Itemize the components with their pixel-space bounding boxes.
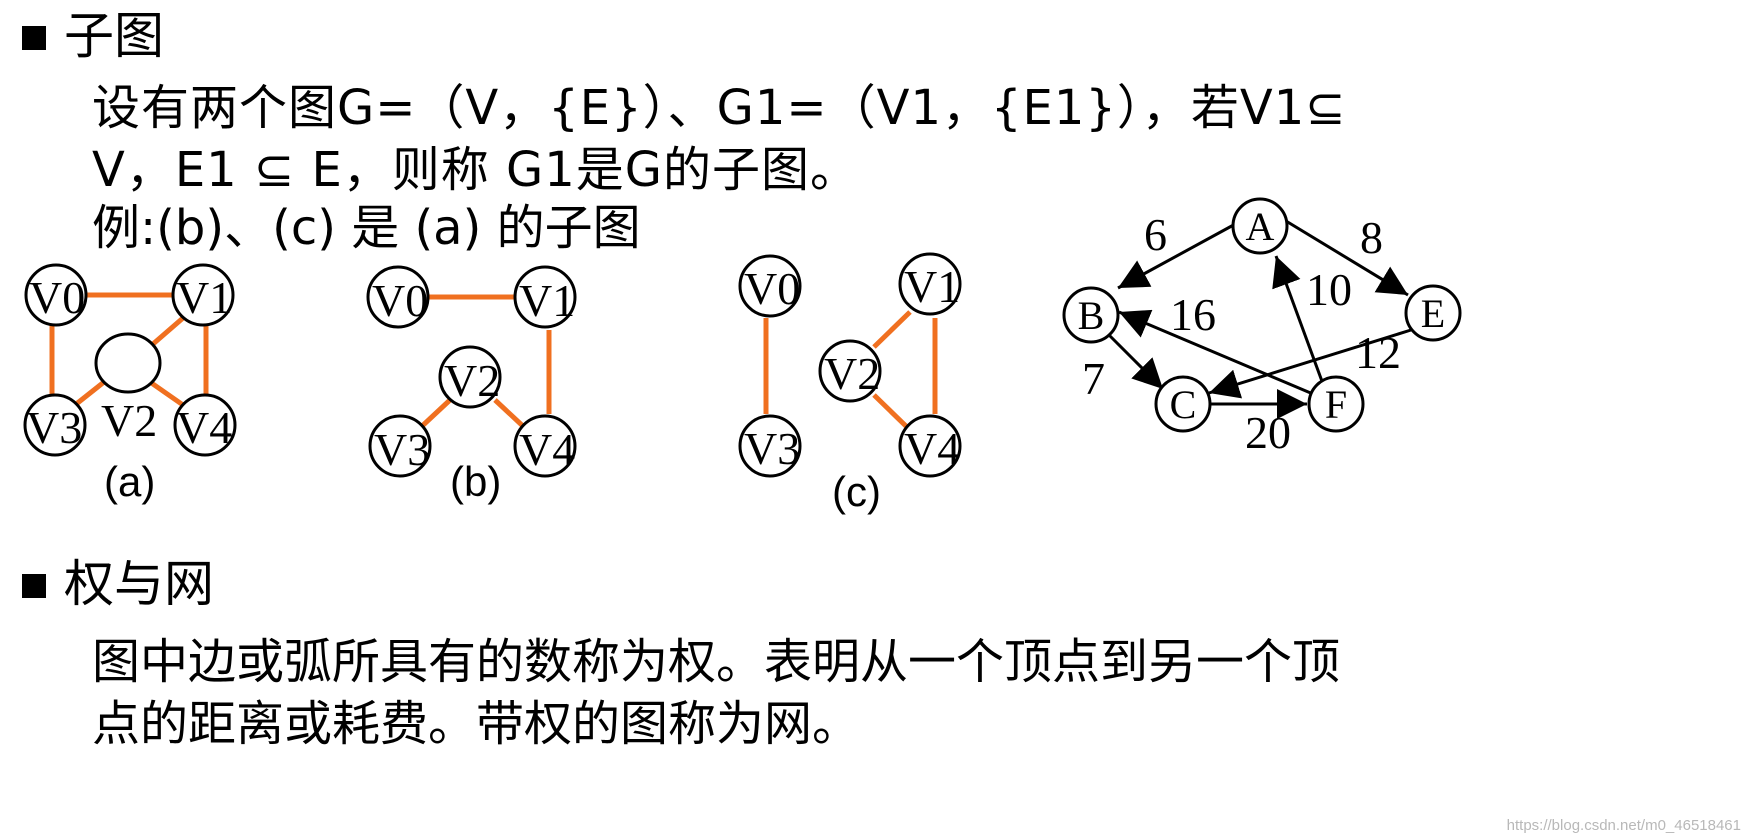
weight-label: 6 bbox=[1144, 209, 1167, 260]
node-b-v4 bbox=[513, 414, 577, 478]
node-c-v3 bbox=[738, 414, 802, 478]
subgraph-definition-line-1: 设有两个图G=（V，{E}）、G1=（V1，{E1}），若V1⊆ bbox=[92, 80, 1347, 136]
graph-c: V0 V1 V2 V3 V4 bbox=[738, 252, 962, 478]
watermark: https://blog.csdn.net/m0_46518461 bbox=[1506, 817, 1741, 834]
weight-definition-line-2: 点的距离或耗费。带权的图称为网。 bbox=[92, 696, 861, 752]
node-label: C bbox=[1170, 382, 1197, 427]
subgraph-example-line: 例:(b)、(c) 是 (a) 的子图 bbox=[92, 200, 641, 256]
graph-a-caption: (a) bbox=[104, 458, 156, 505]
section-title-subgraph: 子图 bbox=[64, 7, 164, 65]
node-label: V4 bbox=[519, 424, 575, 475]
node-label: V0 bbox=[744, 263, 800, 314]
node-c-v4 bbox=[898, 414, 962, 478]
node-label: A bbox=[1246, 204, 1275, 249]
node-a-v4 bbox=[173, 393, 237, 457]
bullet-square-icon bbox=[22, 26, 46, 50]
arc-e-c bbox=[1208, 328, 1412, 399]
graph-b-caption: (b) bbox=[450, 458, 502, 505]
node-label: V4 bbox=[904, 423, 960, 474]
arc-f-b bbox=[1118, 309, 1314, 396]
node-c bbox=[1154, 375, 1212, 433]
edge-b-v2-v4 bbox=[493, 398, 527, 430]
edge-a-v2-v4 bbox=[148, 379, 185, 408]
node-label: V3 bbox=[744, 423, 800, 474]
node-label: E bbox=[1421, 291, 1445, 336]
node-b-v2 bbox=[438, 345, 502, 409]
node-b-v0 bbox=[366, 265, 430, 329]
node-label: V3 bbox=[374, 424, 430, 475]
edge-c-v2-v4 bbox=[872, 393, 912, 432]
section-title-weight-and-network: 权与网 bbox=[64, 555, 214, 613]
arc-a-b bbox=[1117, 220, 1240, 290]
node-b-v3 bbox=[368, 414, 432, 478]
node-label: V3 bbox=[26, 402, 82, 453]
node-label: V4 bbox=[176, 402, 232, 453]
node-label: V0 bbox=[29, 272, 85, 323]
node-c-v1 bbox=[898, 252, 962, 316]
node-b bbox=[1062, 286, 1120, 344]
graph-b: V0 V1 V2 V3 V4 bbox=[366, 265, 577, 478]
weighted-network: A B C E F 6 8 10 16 12 7 20 bbox=[1062, 197, 1462, 458]
node-label: V0 bbox=[372, 275, 428, 326]
node-label: V1 bbox=[176, 272, 232, 323]
arc-a-e bbox=[1285, 219, 1409, 297]
node-label: V1 bbox=[904, 261, 960, 312]
node-label: B bbox=[1078, 293, 1105, 338]
graph-c-caption: (c) bbox=[832, 468, 881, 515]
arc-f-a bbox=[1272, 255, 1325, 385]
weight-label: 8 bbox=[1360, 212, 1383, 263]
weight-label: 12 bbox=[1355, 327, 1401, 378]
subgraph-definition-line-2: V，E1 ⊆ E，则称 G1是G的子图。 bbox=[92, 142, 859, 198]
weight-label: 20 bbox=[1245, 407, 1291, 458]
node-a-v1 bbox=[171, 263, 235, 327]
weight-definition-line-1: 图中边或弧所具有的数称为权。表明从一个顶点到另一个顶 bbox=[92, 634, 1341, 690]
edge-c-v2-v1 bbox=[872, 310, 912, 349]
node-label: V2 bbox=[101, 395, 157, 446]
arc-b-c bbox=[1106, 332, 1165, 391]
node-label: V2 bbox=[824, 348, 880, 399]
node-e bbox=[1404, 284, 1462, 342]
node-label: V1 bbox=[519, 275, 575, 326]
weight-label: 16 bbox=[1170, 289, 1216, 340]
node-a-v3 bbox=[23, 393, 87, 457]
node-label: F bbox=[1325, 382, 1347, 427]
node-a bbox=[1231, 197, 1289, 255]
graph-a: V0 V1 V2 V3 V4 bbox=[23, 263, 237, 457]
node-f bbox=[1307, 375, 1365, 433]
node-c-v0 bbox=[738, 254, 802, 318]
weight-label: 10 bbox=[1306, 264, 1352, 315]
edge-a-v2-v3 bbox=[73, 380, 106, 407]
edge-b-v2-v3 bbox=[418, 398, 452, 430]
node-a-v0 bbox=[24, 263, 88, 327]
edge-a-v2-v1 bbox=[151, 316, 185, 346]
node-b-v1 bbox=[513, 265, 577, 329]
node-label: V2 bbox=[444, 355, 500, 406]
node-c-v2 bbox=[818, 339, 882, 403]
node-a-v2 bbox=[94, 332, 162, 394]
bullet-square-icon bbox=[22, 574, 46, 598]
weight-label: 7 bbox=[1082, 353, 1105, 404]
